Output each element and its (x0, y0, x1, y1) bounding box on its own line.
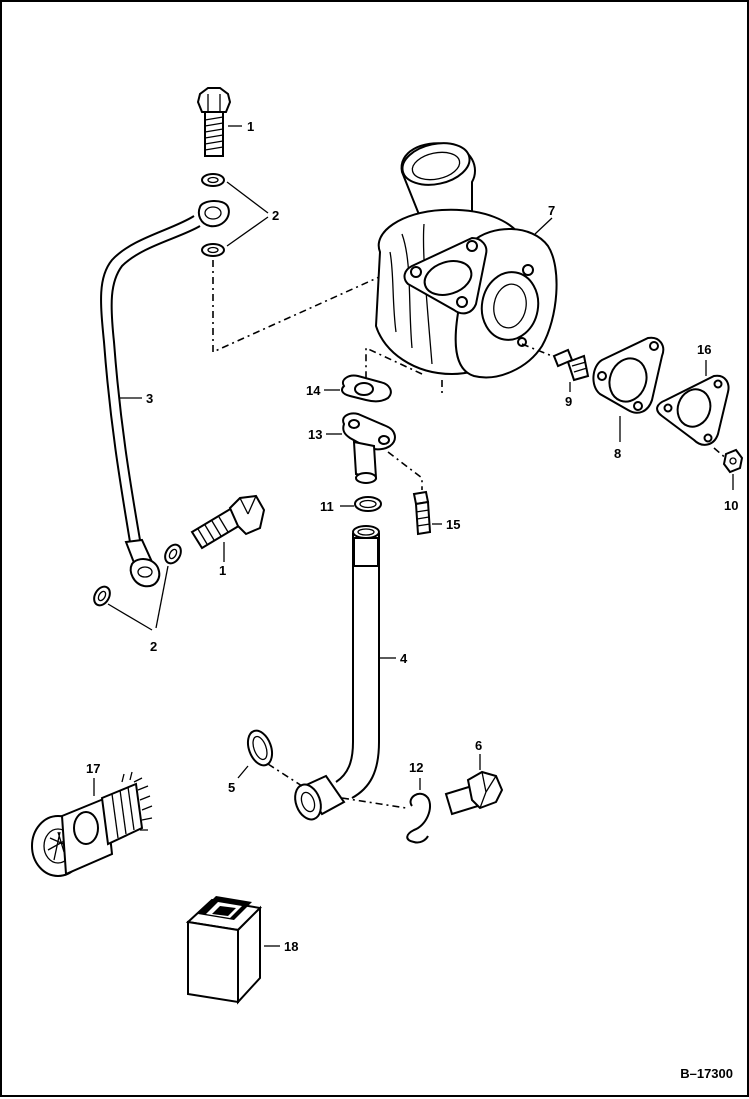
callout-5: 5 (228, 780, 235, 795)
o-ring (354, 496, 382, 512)
callout-7: 7 (548, 203, 555, 218)
assembly-line-seal (267, 763, 303, 787)
callout-8: 8 (614, 446, 621, 461)
sealing-washer-bottom-left (93, 585, 111, 607)
turbo-cartridge (31, 771, 153, 877)
drain-flange (342, 412, 396, 484)
callout-13: 13 (308, 427, 322, 442)
drain-gasket (341, 374, 392, 403)
flange-screw (412, 490, 432, 536)
hex-bolt (444, 770, 504, 816)
turbine-flange-gasket (592, 336, 665, 414)
banjo-bolt-top (196, 87, 232, 157)
callout-1-top: 1 (247, 119, 254, 134)
callout-12: 12 (409, 760, 423, 775)
leader-5 (237, 765, 249, 779)
callout-17: 17 (86, 761, 100, 776)
assembly-line-stud (521, 343, 553, 357)
leader-2-bottom-b (155, 565, 169, 629)
sealing-washer-bottom-right (164, 543, 182, 565)
callout-4: 4 (400, 651, 408, 666)
oil-drain-pipe (294, 525, 380, 821)
callout-18: 18 (284, 939, 298, 954)
sealing-washer-top-lower (201, 243, 225, 257)
seal-ring (246, 729, 274, 767)
sealing-washer-top-upper (201, 173, 225, 187)
callout-3: 3 (146, 391, 153, 406)
leader-2-bottom-a (107, 603, 153, 631)
gasket-kit-box (185, 896, 263, 1005)
flange-nut (722, 448, 744, 474)
assembly-line-screw (387, 451, 423, 490)
callout-15: 15 (446, 517, 460, 532)
callout-9: 9 (565, 394, 572, 409)
oil-feed-pipe (100, 200, 230, 588)
assembly-line-clip (341, 797, 407, 809)
leader-7 (534, 217, 553, 235)
callout-14: 14 (306, 383, 321, 398)
assembly-line-drain-left (365, 346, 423, 378)
triangular-gasket (656, 374, 730, 446)
assembly-line-oil-feed (212, 260, 409, 354)
turbocharger-assembly (374, 142, 558, 379)
banjo-bolt-bottom (190, 494, 266, 550)
callout-10: 10 (724, 498, 738, 513)
callout-6: 6 (475, 738, 482, 753)
callout-2-top: 2 (272, 208, 279, 223)
diagram-code: B–17300 (680, 1066, 733, 1081)
callout-16: 16 (697, 342, 711, 357)
callout-1-bottom: 1 (219, 563, 226, 578)
callout-11: 11 (320, 499, 334, 514)
hose-clip (406, 792, 432, 844)
assembly-line-nut (713, 447, 729, 461)
callout-2-bottom: 2 (150, 639, 157, 654)
leader-2-top-a (226, 181, 269, 214)
stud (552, 348, 590, 382)
leader-2-top-b (226, 216, 269, 247)
